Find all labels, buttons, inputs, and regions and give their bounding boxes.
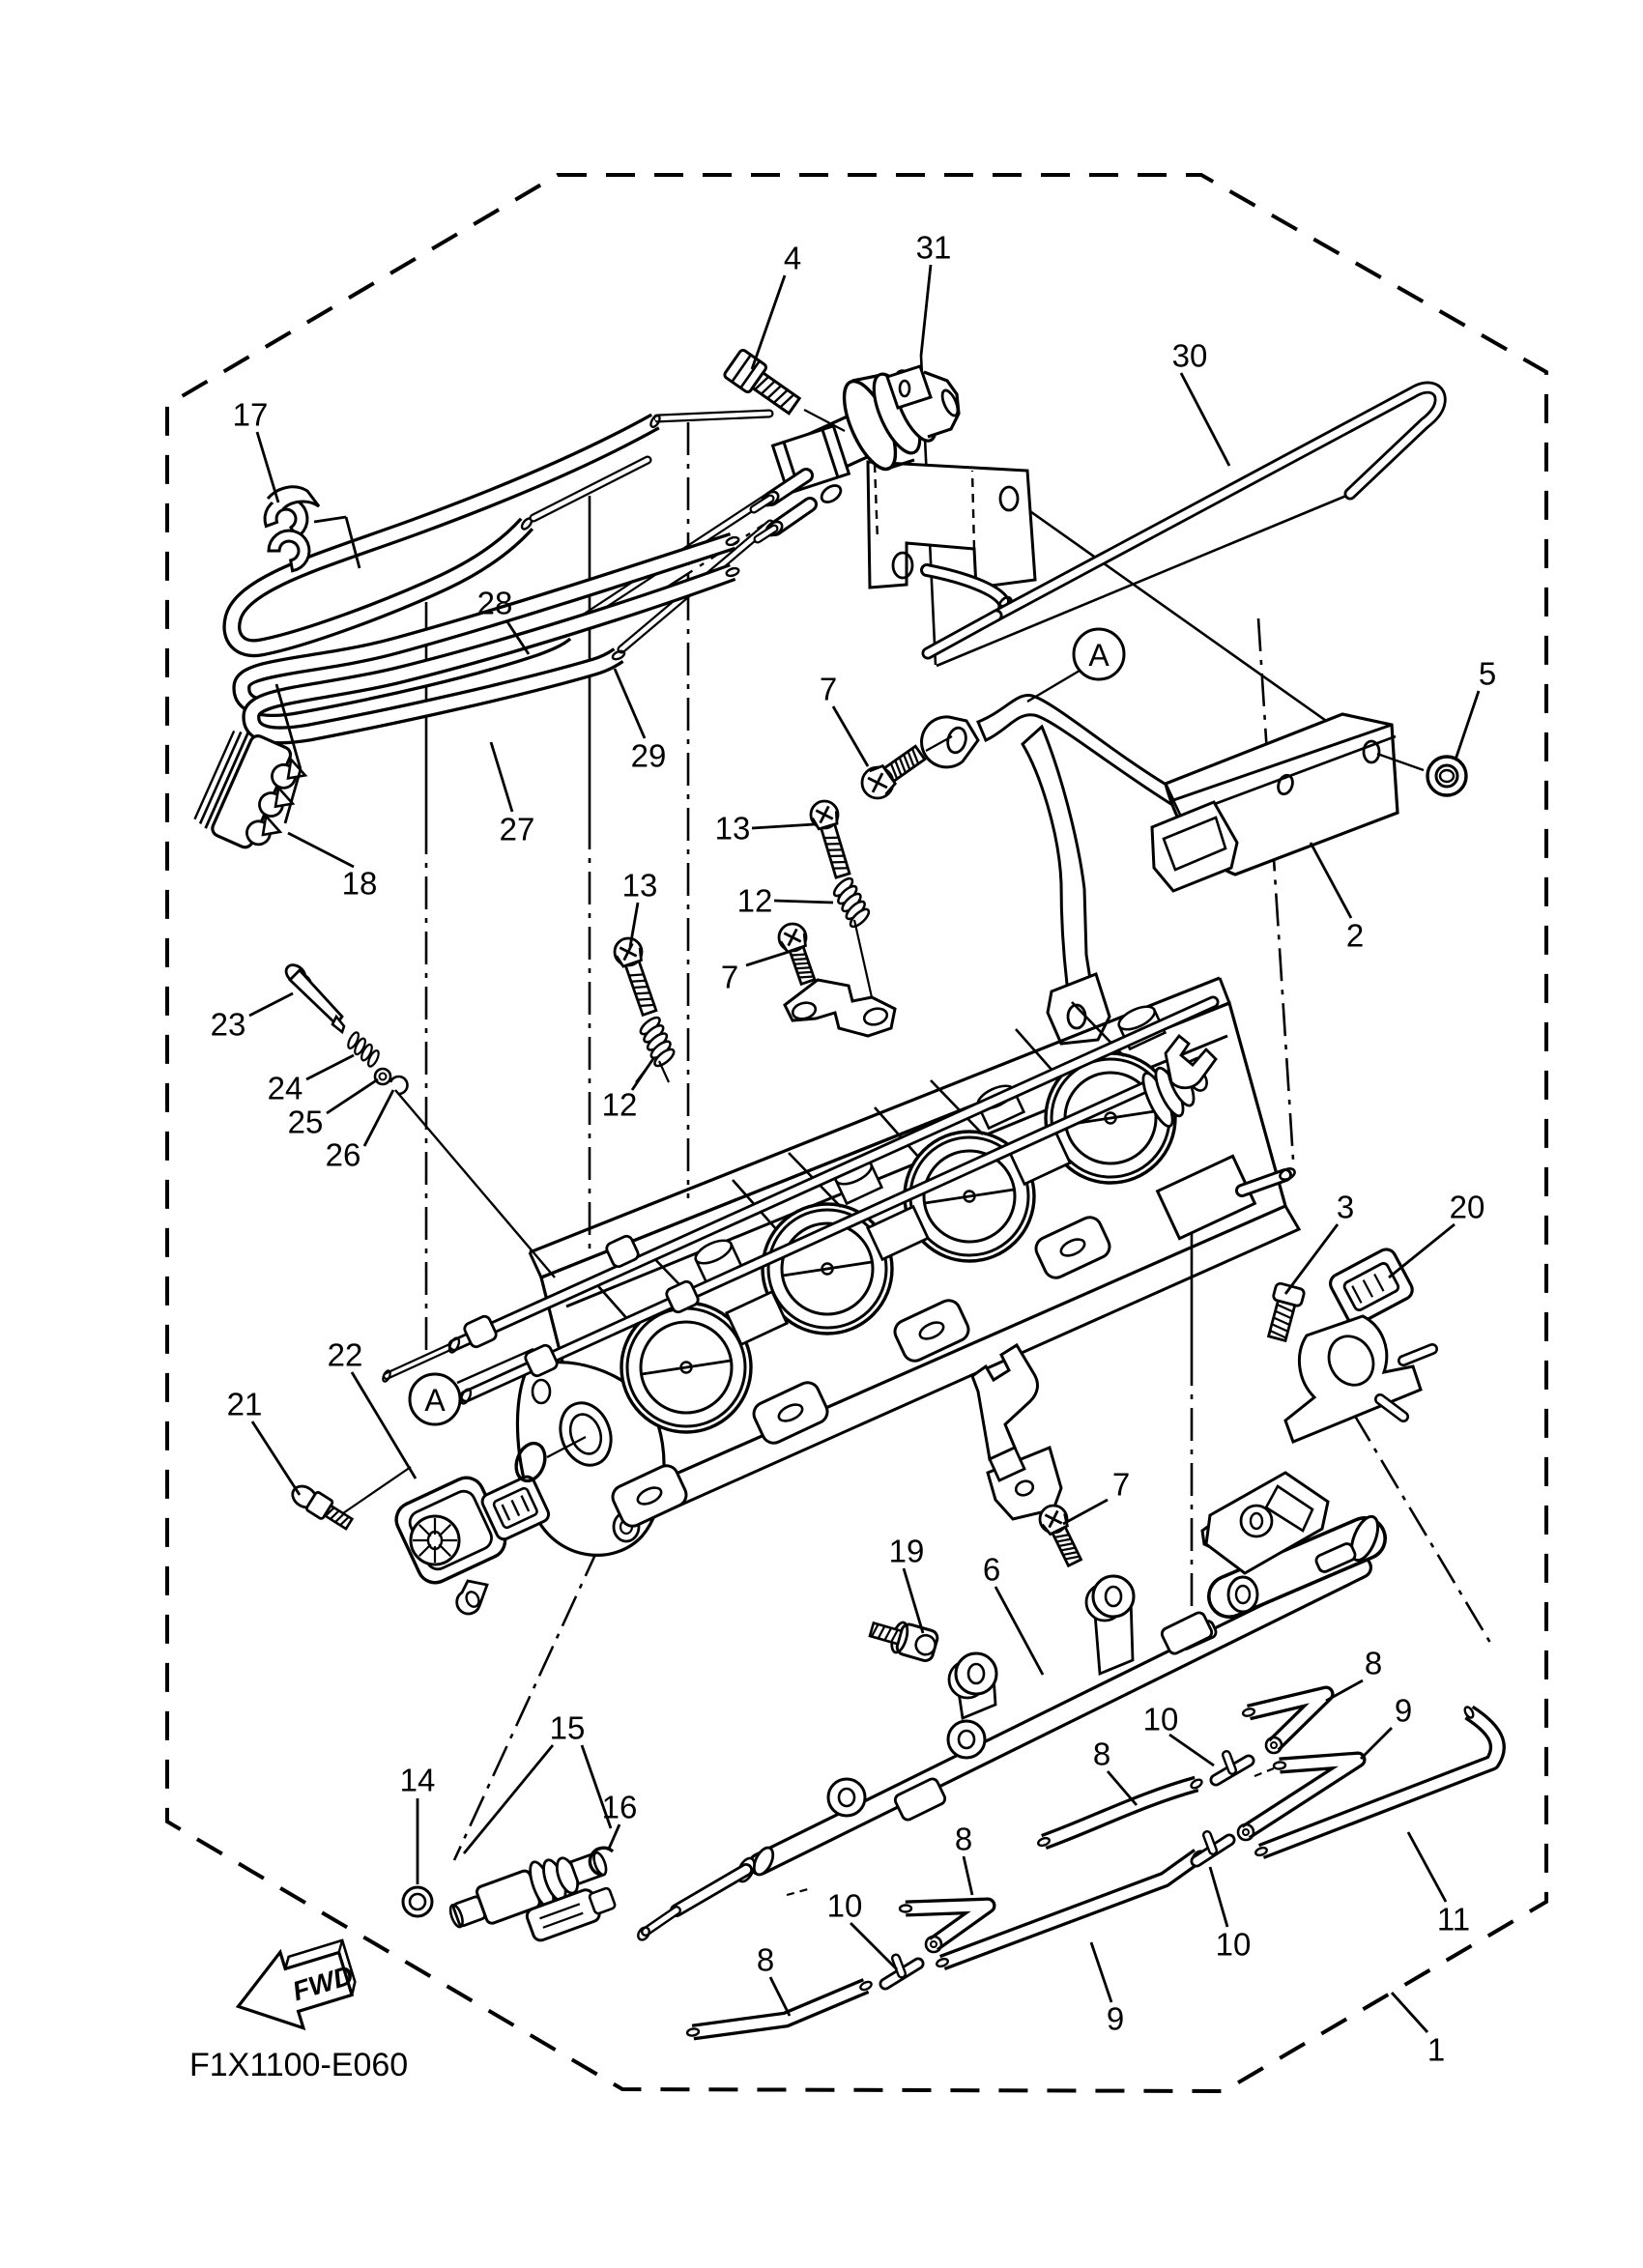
svg-text:15: 15 — [550, 1710, 586, 1746]
svg-text:31: 31 — [916, 230, 952, 266]
svg-text:11: 11 — [1437, 1902, 1470, 1938]
svg-text:13: 13 — [715, 811, 751, 847]
svg-text:8: 8 — [1093, 1737, 1110, 1772]
svg-text:12: 12 — [602, 1087, 638, 1123]
svg-text:12: 12 — [737, 883, 773, 919]
svg-text:A: A — [1088, 638, 1110, 673]
svg-text:5: 5 — [1479, 656, 1496, 692]
svg-text:10: 10 — [1216, 1927, 1252, 1963]
svg-text:17: 17 — [233, 397, 269, 433]
svg-text:13: 13 — [622, 868, 658, 904]
svg-text:25: 25 — [288, 1105, 324, 1140]
svg-text:A: A — [424, 1383, 446, 1418]
svg-text:23: 23 — [211, 1007, 246, 1043]
svg-text:F1X1100-E060: F1X1100-E060 — [189, 2047, 408, 2083]
svg-text:9: 9 — [1395, 1693, 1412, 1729]
svg-text:20: 20 — [1450, 1190, 1485, 1225]
svg-text:10: 10 — [1143, 1702, 1179, 1737]
svg-text:7: 7 — [721, 960, 738, 995]
svg-text:1: 1 — [1427, 2032, 1445, 2068]
svg-text:29: 29 — [631, 738, 667, 774]
svg-text:14: 14 — [400, 1763, 436, 1798]
svg-text:26: 26 — [326, 1137, 361, 1173]
svg-text:27: 27 — [500, 812, 535, 847]
svg-text:8: 8 — [757, 1942, 774, 1978]
svg-text:7: 7 — [1112, 1467, 1130, 1503]
svg-text:8: 8 — [1365, 1646, 1382, 1681]
svg-text:28: 28 — [477, 586, 513, 621]
svg-text:10: 10 — [827, 1888, 863, 1924]
svg-text:30: 30 — [1172, 338, 1208, 374]
svg-text:9: 9 — [1107, 2001, 1124, 2037]
svg-text:6: 6 — [983, 1552, 1000, 1588]
svg-text:18: 18 — [342, 866, 378, 902]
svg-text:8: 8 — [955, 1822, 972, 1857]
svg-text:2: 2 — [1346, 918, 1364, 954]
svg-text:7: 7 — [820, 672, 837, 707]
svg-text:4: 4 — [784, 241, 801, 276]
svg-text:22: 22 — [328, 1337, 363, 1373]
svg-text:19: 19 — [889, 1534, 925, 1569]
svg-text:21: 21 — [227, 1387, 263, 1422]
svg-text:3: 3 — [1337, 1190, 1354, 1225]
svg-text:24: 24 — [268, 1071, 303, 1106]
